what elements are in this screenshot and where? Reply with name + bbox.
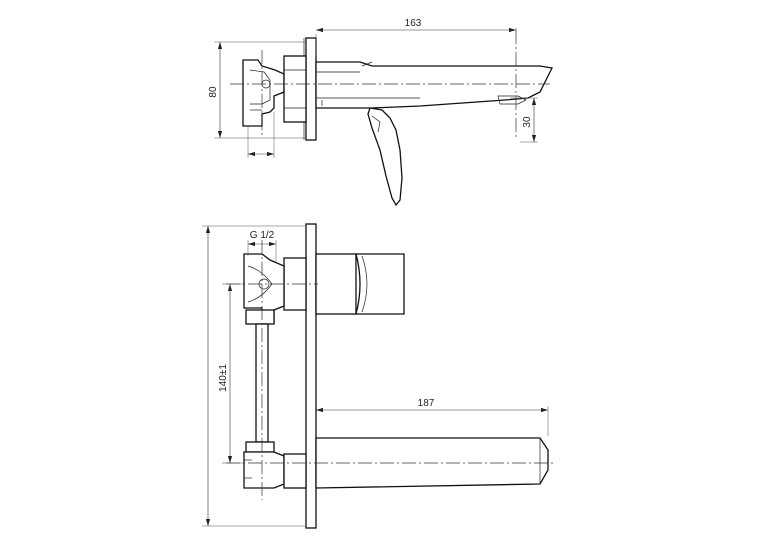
plan-view: G 1/2 140±1 187 — [202, 223, 556, 529]
wall-plate — [305, 37, 317, 141]
cartridge-housing — [315, 253, 357, 315]
dim-80: 80 — [208, 86, 219, 98]
valve-body — [242, 59, 285, 127]
handle-cap — [355, 253, 405, 315]
dim-163: 163 — [405, 18, 422, 29]
dim-g-half: G 1/2 — [250, 230, 275, 241]
dim-187: 187 — [418, 398, 435, 409]
dim-140: 140±1 — [218, 364, 229, 392]
lever-handle — [367, 107, 403, 207]
dim-30: 30 — [522, 116, 533, 128]
spout — [315, 61, 553, 109]
side-view: 163 80 30 — [208, 18, 553, 207]
lower-valve-body — [243, 451, 285, 489]
plan-wall-plate — [305, 223, 317, 529]
